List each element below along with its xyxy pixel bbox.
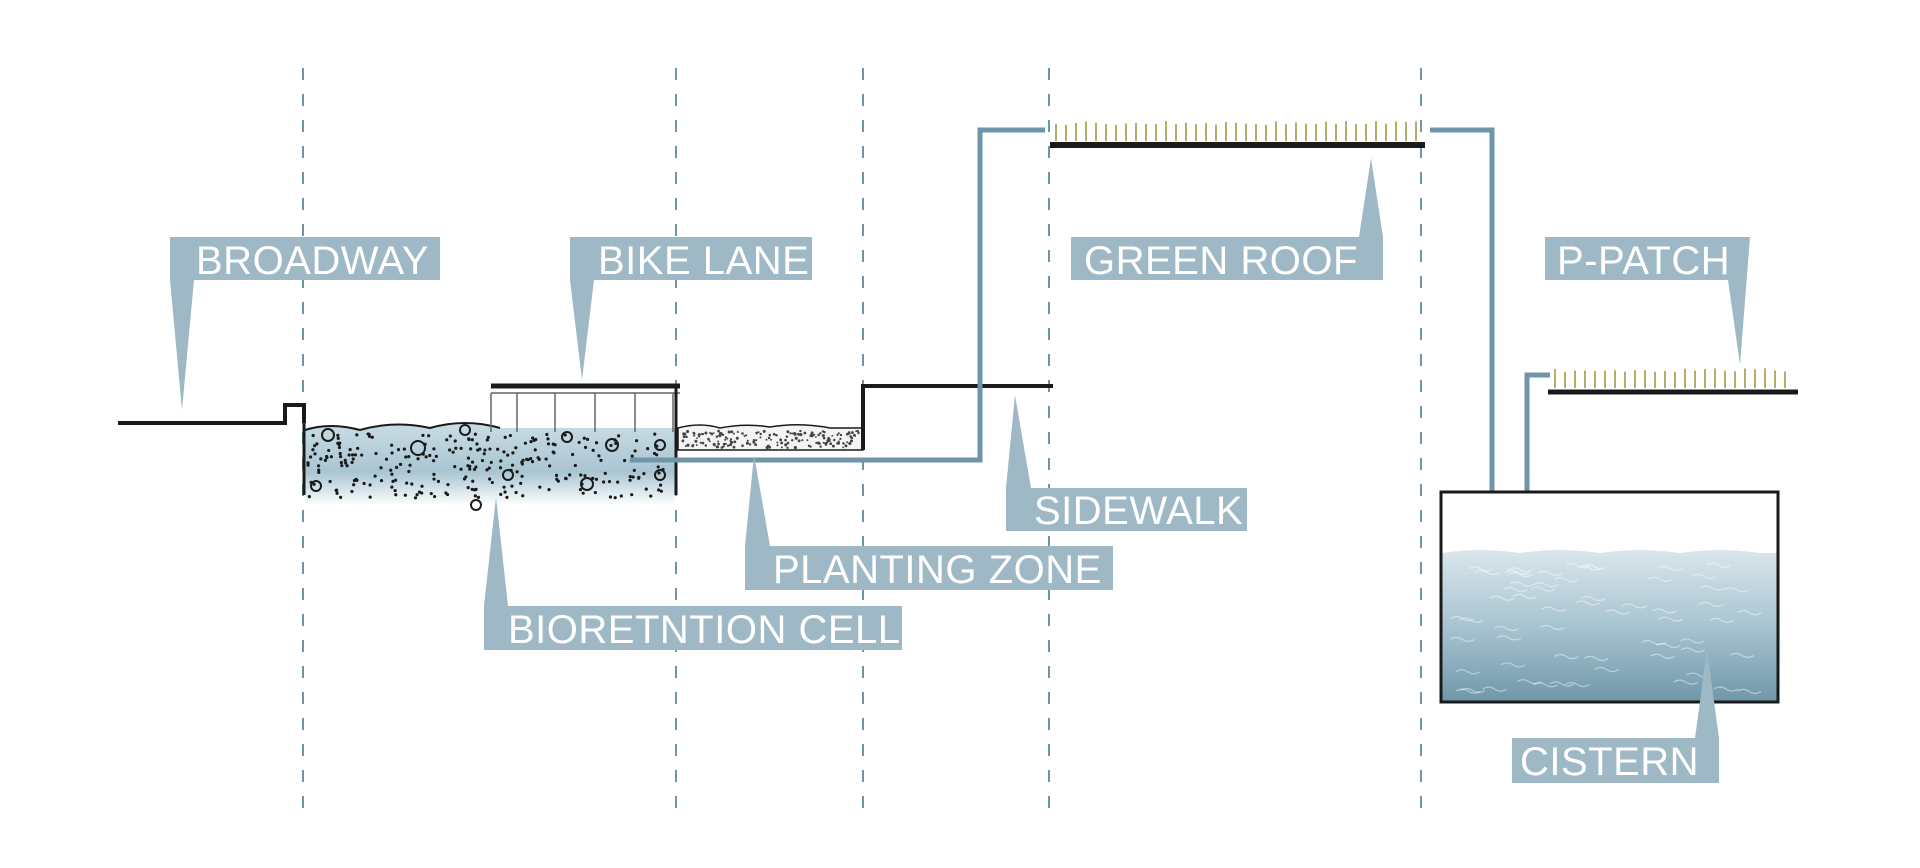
- svg-text:PLANTING ZONE: PLANTING ZONE: [773, 548, 1102, 592]
- p-patch-bed: [1548, 368, 1798, 395]
- green-roof-to-cistern-pipe: [1430, 127, 1495, 492]
- bioretention-stones: [310, 424, 666, 511]
- broadway-road: [118, 403, 306, 425]
- svg-text:BROADWAY: BROADWAY: [196, 239, 429, 283]
- label-bike-lane: BIKE LANE: [570, 237, 812, 380]
- planting-zone: [677, 424, 864, 451]
- svg-text:GREEN ROOF: GREEN ROOF: [1084, 239, 1358, 283]
- planting-aggregate: [681, 429, 860, 450]
- bioretention-surface: [304, 422, 501, 432]
- sidewalk-slab: [861, 384, 1053, 450]
- cistern-tank: [1439, 490, 1780, 704]
- cistern-to-p-patch-pipe: [1524, 372, 1550, 492]
- label-bioretention-cell: BIORETNTION CELL: [484, 497, 902, 652]
- svg-text:BIORETNTION CELL: BIORETNTION CELL: [508, 608, 901, 652]
- green-roof-to-bioretention-pipe: [630, 127, 1045, 463]
- svg-text:SIDEWALK: SIDEWALK: [1034, 489, 1243, 533]
- green-roof-vegetation: [1055, 121, 1417, 141]
- label-cistern: CISTERN: [1512, 650, 1719, 784]
- svg-text:P-PATCH: P-PATCH: [1557, 239, 1730, 283]
- bioretention-cell: [302, 388, 678, 511]
- label-sidewalk: SIDEWALK: [1006, 395, 1247, 533]
- svg-text:CISTERN: CISTERN: [1520, 740, 1699, 784]
- p-patch-vegetation: [1554, 368, 1786, 388]
- svg-text:BIKE LANE: BIKE LANE: [598, 239, 809, 283]
- cistern-water-ripples: [1449, 562, 1762, 695]
- drain-pipes: [630, 127, 1550, 492]
- bioretention-aggregate: [306, 432, 665, 500]
- label-p-patch: P-PATCH: [1545, 237, 1750, 365]
- label-broadway: BROADWAY: [170, 237, 440, 410]
- label-planting-zone: PLANTING ZONE: [745, 455, 1113, 592]
- green-roof: [1050, 121, 1425, 148]
- label-green-roof: GREEN ROOF: [1071, 158, 1383, 283]
- bike-lane-deck: [490, 383, 680, 432]
